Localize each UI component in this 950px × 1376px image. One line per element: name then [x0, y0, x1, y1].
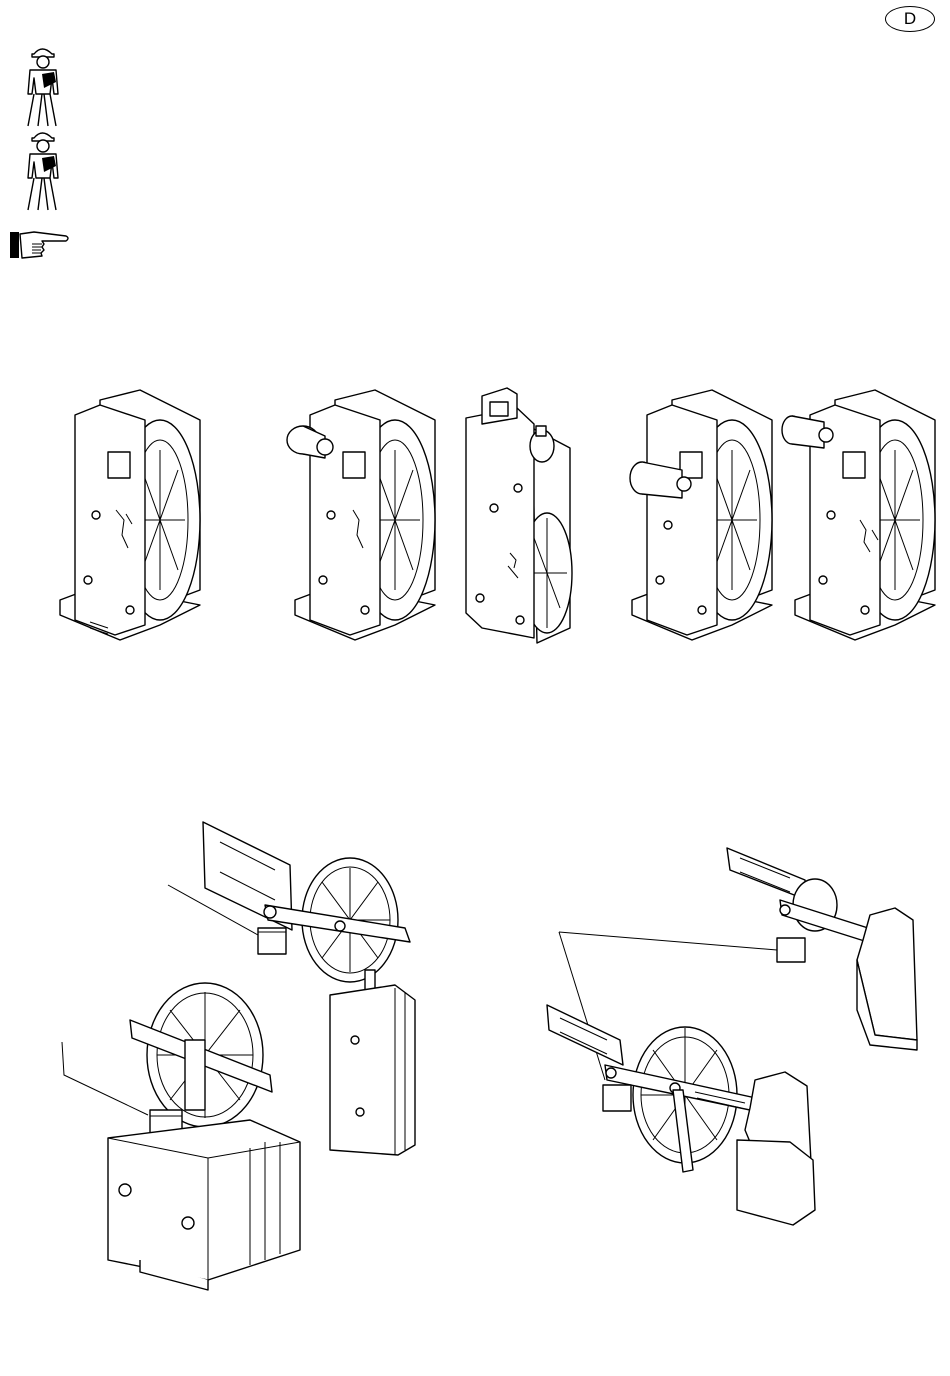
worker-safety-icon — [20, 44, 70, 128]
tension-weight-installation-right — [545, 840, 925, 1230]
governor-variant-1 — [60, 390, 210, 640]
pointing-hand-icon — [8, 226, 72, 262]
worker-safety-icon — [20, 128, 70, 212]
tension-weight-installation-left — [60, 820, 430, 1290]
language-badge: D — [885, 6, 935, 32]
governor-variant-2 — [285, 390, 445, 640]
governor-variant-5 — [780, 390, 945, 640]
governor-variant-3 — [462, 388, 582, 643]
governor-variant-4 — [622, 390, 782, 640]
